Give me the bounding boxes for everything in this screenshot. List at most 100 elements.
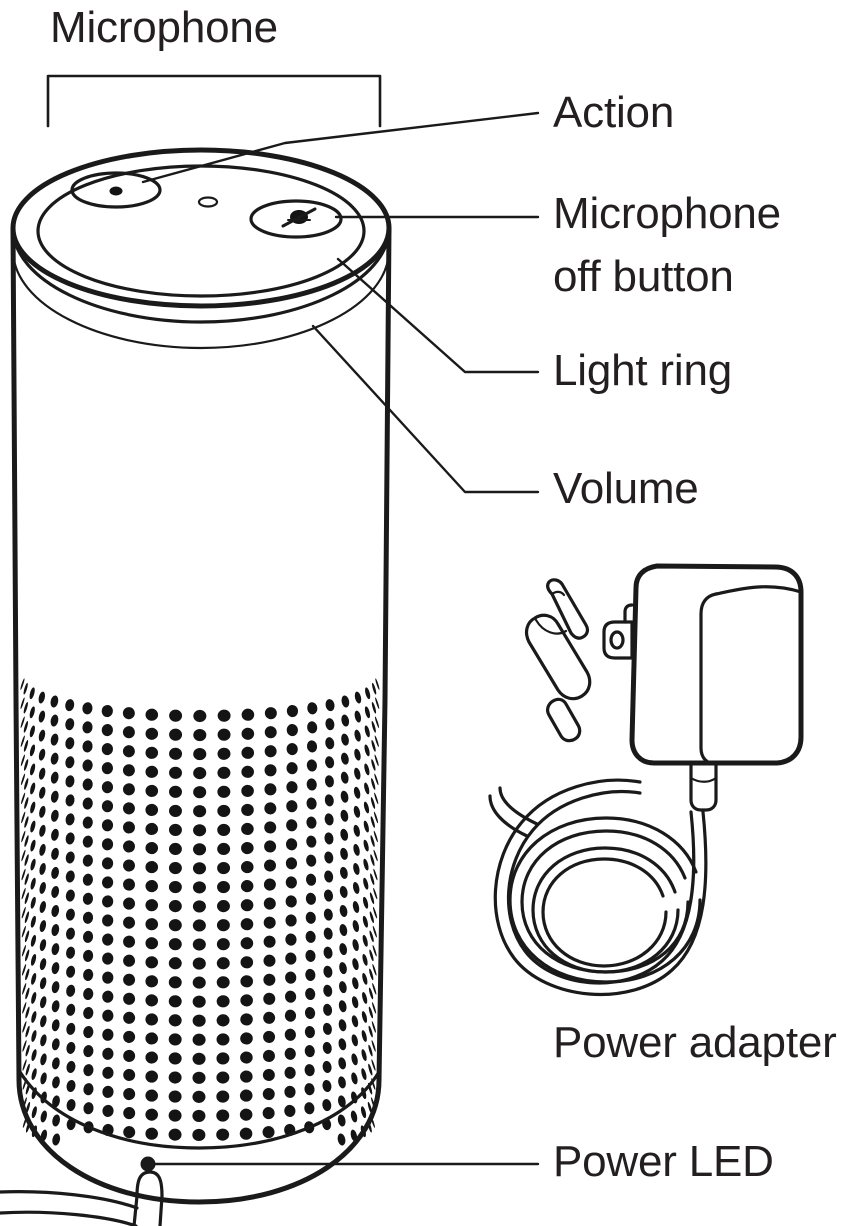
grille-hole: [82, 740, 93, 753]
grille-hole: [65, 832, 75, 845]
label-volume: Volume: [553, 464, 699, 513]
grille-hole: [52, 1057, 60, 1070]
grille-hole: [50, 733, 59, 746]
grille-hole: [101, 743, 113, 756]
grille-hole: [341, 714, 350, 727]
grille-hole: [145, 708, 159, 721]
grille-hole: [217, 728, 231, 741]
grille-hole: [30, 934, 37, 947]
grille-hole: [22, 1021, 27, 1033]
grille-hole: [50, 790, 59, 803]
grille-hole: [52, 1133, 61, 1146]
grille-hole: [169, 804, 182, 817]
light-ring-leader: [336, 257, 540, 374]
grille-hole: [145, 765, 159, 778]
grille-hole: [168, 1052, 182, 1065]
grille-hole: [263, 1011, 276, 1024]
grille-hole: [374, 773, 379, 786]
grille-hole: [324, 832, 334, 845]
grille-hole: [368, 1025, 373, 1038]
grille-hole: [145, 994, 159, 1007]
grille-hole: [262, 1087, 275, 1101]
grille-hole: [145, 841, 159, 855]
grille-hole: [192, 1109, 206, 1122]
grille-hole: [65, 927, 75, 940]
grille-hole: [360, 1106, 367, 1119]
adapter-body: [629, 563, 804, 766]
grille-hole: [21, 811, 26, 824]
grille-hole: [216, 957, 230, 970]
grille-hole: [24, 778, 29, 790]
grille-hole: [169, 766, 182, 779]
grille-hole: [50, 752, 59, 765]
grille-hole: [30, 839, 36, 852]
grille-hole: [25, 968, 30, 981]
grille-hole: [83, 1006, 94, 1020]
grille-hole: [372, 906, 378, 919]
grille-hole: [323, 984, 333, 997]
grille-hole: [102, 1009, 114, 1022]
grille-hole: [351, 1053, 358, 1066]
grille-hole: [263, 897, 276, 910]
grille-hole: [216, 1090, 230, 1103]
grille-hole: [82, 816, 93, 829]
label-power-led: Power LED: [553, 1137, 774, 1186]
grille-hole: [31, 992, 37, 1004]
grille-hole: [306, 854, 317, 867]
grille-hole: [169, 747, 183, 760]
grille-hole: [340, 790, 349, 803]
grille-hole: [51, 866, 59, 879]
grille-hole: [51, 962, 60, 975]
grille-hole: [65, 699, 75, 712]
grille-hole: [145, 1127, 158, 1140]
grille-hole: [325, 699, 335, 712]
grille-hole: [23, 721, 29, 733]
grille-hole: [168, 919, 182, 932]
grille-hole: [102, 1047, 114, 1060]
grille-hole: [192, 1033, 206, 1046]
grille-hole: [339, 885, 348, 898]
grille-hole: [216, 938, 230, 951]
grille-hole: [21, 868, 26, 881]
grille-hole: [123, 1011, 136, 1024]
grille-hole: [307, 702, 318, 715]
grille-hole: [367, 1101, 373, 1114]
grille-hole: [240, 1070, 253, 1083]
grille-hole: [102, 971, 114, 984]
grille-hole: [264, 821, 277, 834]
body-left-edge: [10, 225, 22, 1083]
grille-hole: [39, 824, 46, 837]
grille-hole: [29, 744, 36, 757]
grille-hole: [264, 783, 277, 796]
microphone-off-button[interactable]: [249, 199, 343, 239]
grille-hole: [145, 784, 159, 797]
grille-hole: [240, 880, 254, 893]
grille-hole: [217, 747, 231, 760]
grille-hole: [50, 771, 59, 784]
grille-hole: [168, 861, 182, 875]
coiled-cable: [488, 778, 708, 997]
grille-hole: [25, 987, 30, 1000]
grille-hole: [83, 1083, 94, 1096]
grille-hole: [375, 697, 380, 709]
grille-hole: [286, 743, 298, 756]
grille-hole: [51, 828, 59, 841]
grille-hole: [324, 851, 334, 864]
grille-hole: [324, 889, 334, 902]
grille-hole: [362, 915, 368, 928]
grille-hole: [354, 691, 362, 704]
grille-hole: [82, 911, 94, 924]
grille-hole: [145, 975, 159, 988]
grille-hole: [372, 964, 377, 976]
grille-hole: [193, 824, 207, 837]
grille-hole: [168, 900, 182, 913]
grille-hole: [371, 1059, 376, 1071]
action-button[interactable]: [70, 171, 162, 209]
grille-hole: [216, 1014, 230, 1027]
grille-hole: [369, 892, 375, 905]
grille-hole: [193, 728, 207, 742]
grille-hole: [285, 971, 297, 984]
light-ring-lower-edge: [11, 226, 391, 324]
grille-hole: [101, 800, 114, 813]
